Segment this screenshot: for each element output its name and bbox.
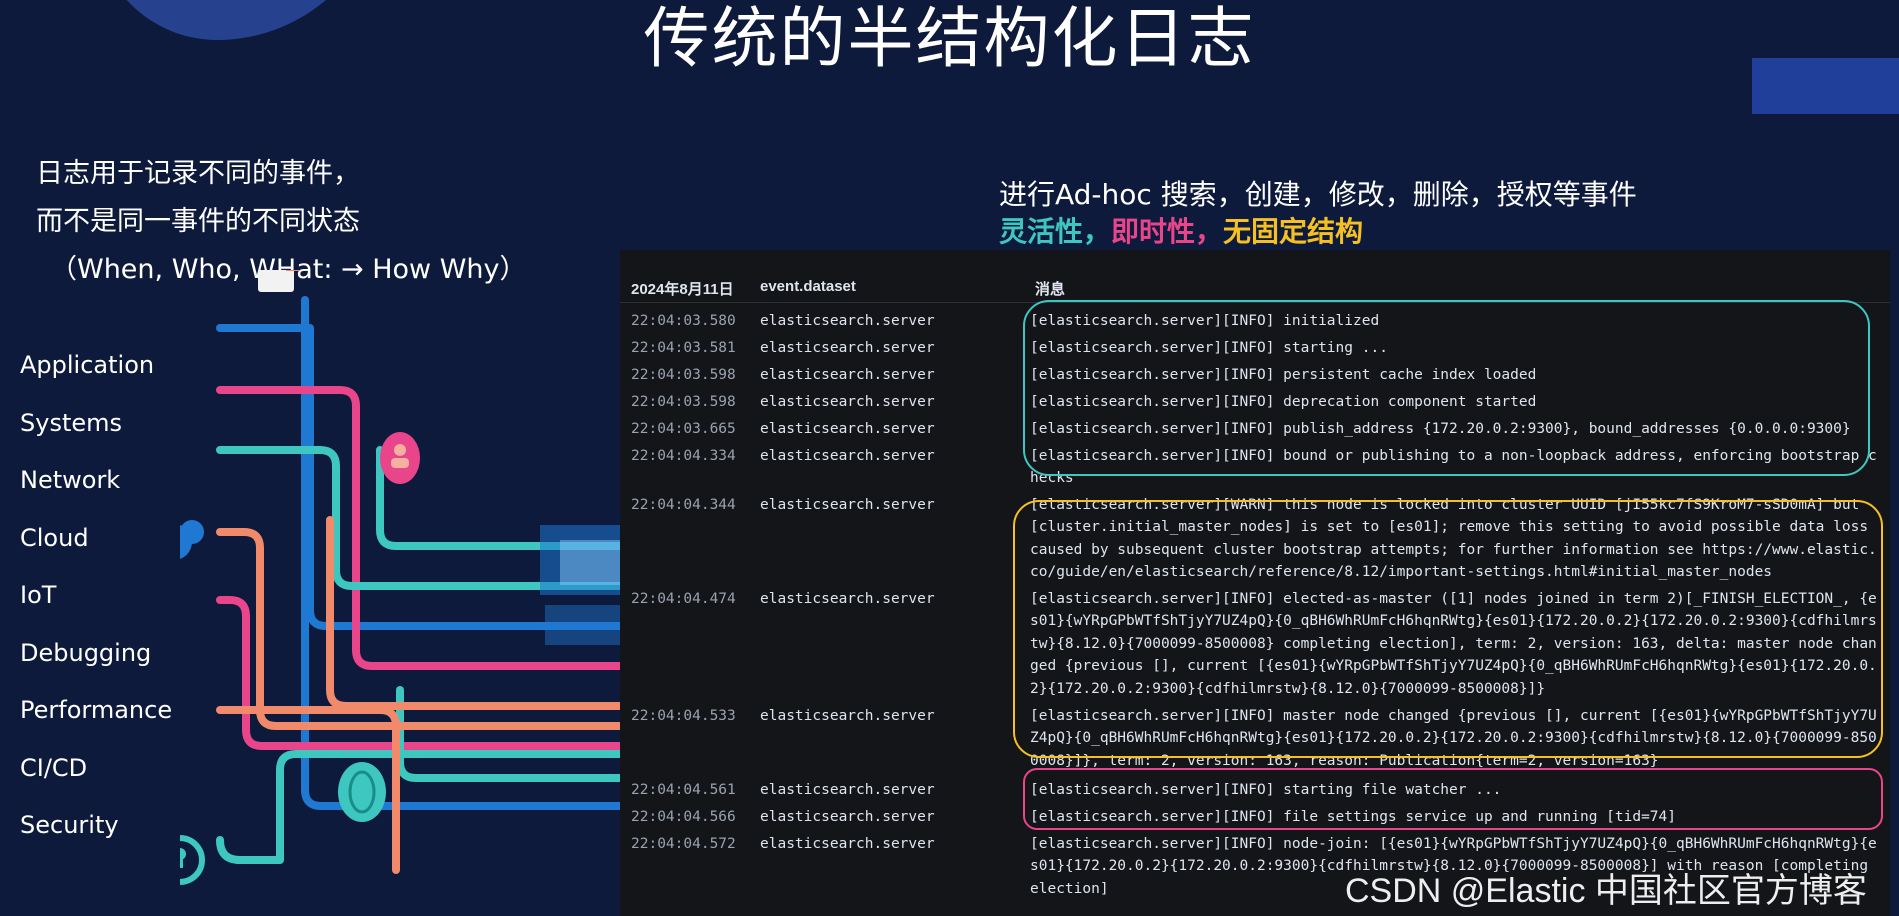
category-item: Security [20, 811, 119, 839]
row-message: [elasticsearch.server][WARN] this node i… [1030, 497, 1877, 581]
keyhole-icon [180, 835, 205, 885]
row-time: 22:04:03.581 [631, 340, 736, 356]
row-message: [elasticsearch.server][INFO] starting fi… [1030, 782, 1502, 798]
category-item: CI/CD [20, 753, 88, 782]
row-message: [elasticsearch.server][INFO] publish_add… [1030, 421, 1851, 437]
category-item: Performance [20, 696, 173, 724]
category-item: Network [20, 466, 121, 494]
log-table-header: 2024年8月11日 event.dataset 消息 [620, 272, 1890, 303]
row-message: [elasticsearch.server][INFO] deprecation… [1030, 394, 1537, 410]
row-message: [elasticsearch.server][INFO] initialized [1030, 313, 1380, 329]
header-message[interactable]: 消息 [1035, 281, 1066, 298]
pipe-pink-2 [216, 596, 620, 750]
intro-line-2: 而不是同一事件的不同状态 [36, 206, 360, 237]
pipe-orange-2 [216, 706, 400, 874]
row-time: 22:04:04.566 [631, 809, 736, 825]
category-item: Debugging [20, 638, 152, 667]
row-time: 22:04:03.665 [631, 421, 736, 437]
row-time: 22:04:04.344 [631, 497, 736, 513]
log-table: 2024年8月11日 event.dataset 消息 22:04:03.580… [620, 250, 1890, 916]
category-list: Application Systems Network Cloud IoT De… [20, 345, 172, 863]
row-time: 22:04:04.474 [631, 591, 736, 607]
row-dataset: elasticsearch.server [760, 394, 935, 410]
header-dataset[interactable]: event.dataset [760, 278, 856, 295]
caption-line-2: 灵活性，即时性，无固定结构 [999, 210, 1363, 250]
cloud-icon [180, 520, 204, 559]
watermark: CSDN @Elastic 中国社区官方博客 [1345, 872, 1867, 910]
row-dataset: elasticsearch.server [760, 809, 935, 825]
row-dataset: elasticsearch.server [760, 313, 935, 329]
row-time: 22:04:04.533 [631, 708, 736, 724]
intro-line-1: 日志用于记录不同的事件， [36, 158, 360, 189]
slide-title: 传统的半结构化日志 [643, 0, 1256, 77]
row-dataset: elasticsearch.server [760, 448, 935, 464]
row-dataset: elasticsearch.server [760, 782, 935, 798]
brain-icon [338, 762, 386, 822]
noise-stream [540, 525, 620, 645]
pipes-illustration [180, 270, 620, 885]
row-message: [elasticsearch.server][INFO] node-join: … [1030, 836, 1877, 897]
caption-flex: 灵活性， [999, 215, 1112, 248]
row-message: [elasticsearch.server][INFO] elected-as-… [1030, 591, 1877, 697]
pipe-orange-3 [326, 516, 620, 710]
row-time: 22:04:04.572 [631, 836, 736, 852]
row-message: [elasticsearch.server][INFO] starting ..… [1030, 340, 1388, 356]
row-time: 22:04:03.598 [631, 394, 736, 410]
row-dataset: elasticsearch.server [760, 591, 935, 607]
row-time: 22:04:03.598 [631, 367, 736, 383]
row-message: [elasticsearch.server][INFO] file settin… [1030, 809, 1677, 825]
category-item: Cloud [20, 523, 89, 552]
pipe-pink-1 [216, 386, 620, 670]
pipe-blue-1 [216, 324, 620, 630]
category-item: IoT [20, 581, 57, 609]
row-dataset: elasticsearch.server [760, 367, 935, 383]
row-dataset: elasticsearch.server [760, 708, 935, 724]
row-dataset: elasticsearch.server [760, 421, 935, 437]
row-time: 22:04:04.334 [631, 448, 736, 464]
pipe-orange-1 [216, 528, 620, 730]
category-item: Application [20, 351, 155, 379]
header-date[interactable]: 2024年8月11日 [631, 281, 734, 298]
pipe-teal-2 [216, 750, 620, 864]
row-dataset: elasticsearch.server [760, 340, 935, 356]
category-item: Systems [20, 408, 122, 437]
row-message: [elasticsearch.server][INFO] bound or pu… [1030, 448, 1877, 487]
row-dataset: elasticsearch.server [760, 497, 935, 513]
pipe-blue-2 [301, 296, 620, 810]
user-icon [380, 432, 420, 484]
caption-line-1: 进行Ad-hoc 搜索，创建，修改，删除，授权等事件 [999, 178, 1637, 211]
pipe-teal-1 [216, 446, 620, 590]
pipe-teal-4 [376, 446, 620, 550]
row-time: 22:04:03.580 [631, 313, 736, 329]
decorative-rect [1752, 58, 1899, 114]
caption-instant: 即时性， [1111, 215, 1224, 248]
row-time: 22:04:04.561 [631, 782, 736, 798]
document-icon [258, 270, 300, 292]
caption-nostruct: 无固定结构 [1223, 215, 1364, 248]
pipe-teal-3 [396, 686, 620, 782]
row-dataset: elasticsearch.server [760, 836, 935, 852]
row-message: [elasticsearch.server][INFO] persistent … [1030, 367, 1537, 383]
row-message: [elasticsearch.server][INFO] master node… [1030, 708, 1877, 769]
